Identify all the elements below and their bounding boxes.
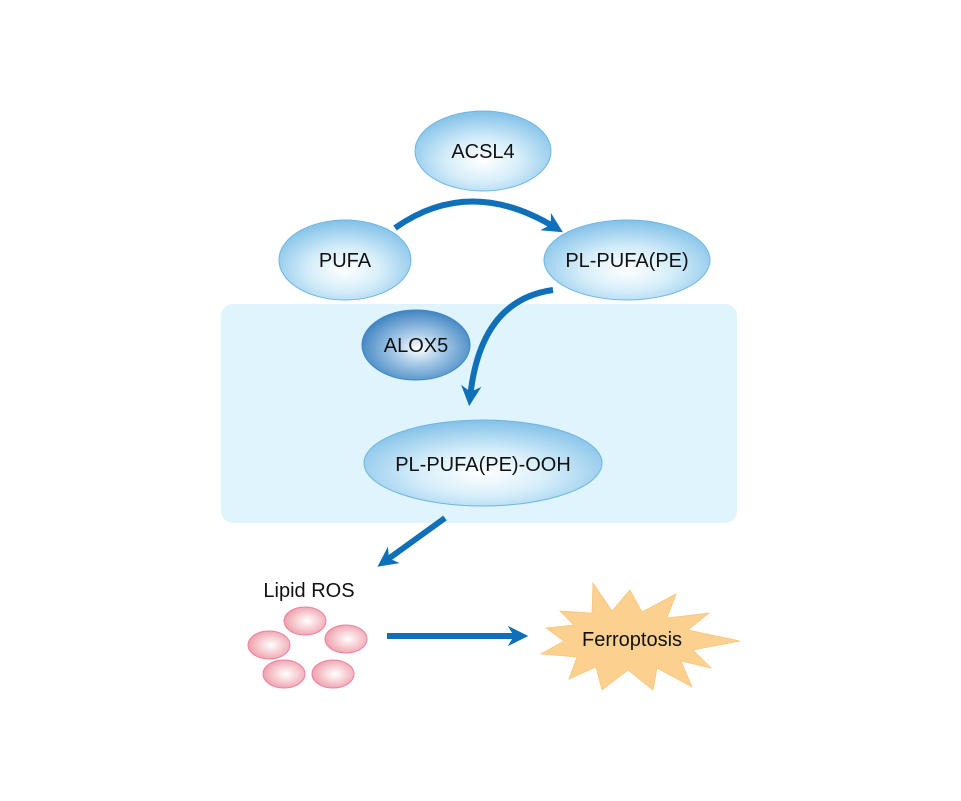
ros-particle	[262, 659, 306, 689]
node-pufa-label: PUFA	[319, 250, 372, 272]
node-acsl4: ACSL4	[414, 110, 552, 192]
ros-particle	[311, 659, 355, 689]
lipid-ros-label: Lipid ROS	[263, 580, 354, 602]
node-pl-pufa-pe-label: PL-PUFA(PE)	[565, 250, 688, 272]
node-pufa: PUFA	[278, 219, 412, 301]
node-alox5: ALOX5	[361, 309, 471, 381]
node-pl-pufa-pe-ooh: PL-PUFA(PE)-OOH	[363, 419, 603, 507]
ros-particle	[324, 624, 368, 654]
node-acsl4-label: ACSL4	[451, 141, 514, 163]
ros-particle	[247, 630, 291, 660]
ros-particle	[283, 606, 327, 636]
arrow-pufa-to-pl-pufa-pe	[393, 198, 563, 233]
lipid-ros-particles	[247, 606, 368, 689]
node-ferroptosis-label: Ferroptosis	[582, 629, 682, 651]
ferroptosis-burst-shape	[539, 581, 741, 691]
node-pl-pufa-pe: PL-PUFA(PE)	[543, 219, 711, 301]
node-ferroptosis: Ferroptosis	[539, 581, 741, 691]
arrow-pl-pufa-pe-to-ooh	[461, 287, 554, 407]
arrow-ooh-to-lipid-ros	[377, 515, 447, 567]
node-pl-pufa-pe-ooh-label: PL-PUFA(PE)-OOH	[395, 454, 571, 476]
node-alox5-label: ALOX5	[384, 335, 448, 357]
membrane-region	[221, 304, 737, 523]
